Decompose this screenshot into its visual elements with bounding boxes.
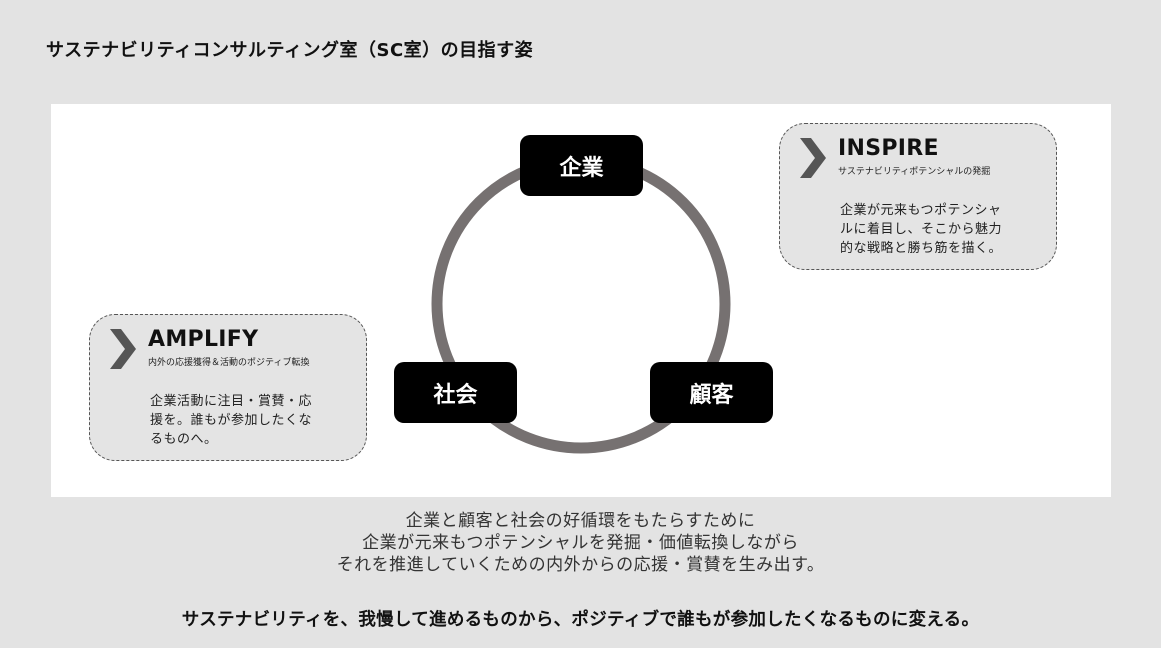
amplify-subtitle: 内外の応援獲得＆活動のポジティブ転換	[148, 358, 310, 368]
chevron-right-icon	[800, 138, 826, 178]
tagline: サステナビリティを、我慢して進めるものから、ポジティブで誰もが参加したくなるもの…	[181, 610, 980, 630]
node-customer: 顧客	[650, 362, 773, 423]
amplify-body-line: るものへ。	[150, 432, 218, 447]
amplify-body-line: 企業活動に注目・賞賛・応	[150, 394, 313, 409]
chevron-right-icon	[110, 329, 136, 369]
inspire-body-line: 企業が元来もつポテンシャ	[840, 203, 1002, 218]
summary-line: それを推進していくための内外からの応援・賞賛を生み出す。	[336, 555, 825, 575]
amplify-body-line: 援を。誰もが参加したくな	[150, 413, 313, 428]
inspire-body-line: ルに着目し、そこから魅力	[840, 222, 1003, 237]
diagram-panel: 企業 社会 顧客 INSPIRE サステナビリティポテンシャルの発掘 企業が元来…	[51, 104, 1111, 497]
page-title: サステナビリティコンサルティング室（SC室）の目指す姿	[46, 40, 534, 61]
inspire-subtitle: サステナビリティポテンシャルの発掘	[838, 167, 991, 177]
inspire-title: INSPIRE	[838, 136, 939, 161]
amplify-card: AMPLIFY 内外の応援獲得＆活動のポジティブ転換 企業活動に注目・賞賛・応 …	[89, 314, 367, 461]
inspire-card: INSPIRE サステナビリティポテンシャルの発掘 企業が元来もつポテンシャ ル…	[779, 123, 1057, 270]
amplify-title: AMPLIFY	[148, 327, 259, 352]
node-society: 社会	[394, 362, 517, 423]
amplify-body: 企業活動に注目・賞賛・応 援を。誰もが参加したくな るものへ。	[150, 392, 340, 449]
summary-text: 企業と顧客と社会の好循環をもたらすために 企業が元来もつポテンシャルを発掘・価値…	[0, 510, 1161, 576]
summary-line: 企業と顧客と社会の好循環をもたらすために	[405, 511, 756, 531]
inspire-body-line: 的な戦略と勝ち筋を描く。	[840, 241, 1003, 256]
summary-line: 企業が元来もつポテンシャルを発掘・価値転換しながら	[362, 533, 799, 553]
node-company: 企業	[520, 135, 643, 196]
inspire-body: 企業が元来もつポテンシャ ルに着目し、そこから魅力 的な戦略と勝ち筋を描く。	[840, 201, 1030, 258]
